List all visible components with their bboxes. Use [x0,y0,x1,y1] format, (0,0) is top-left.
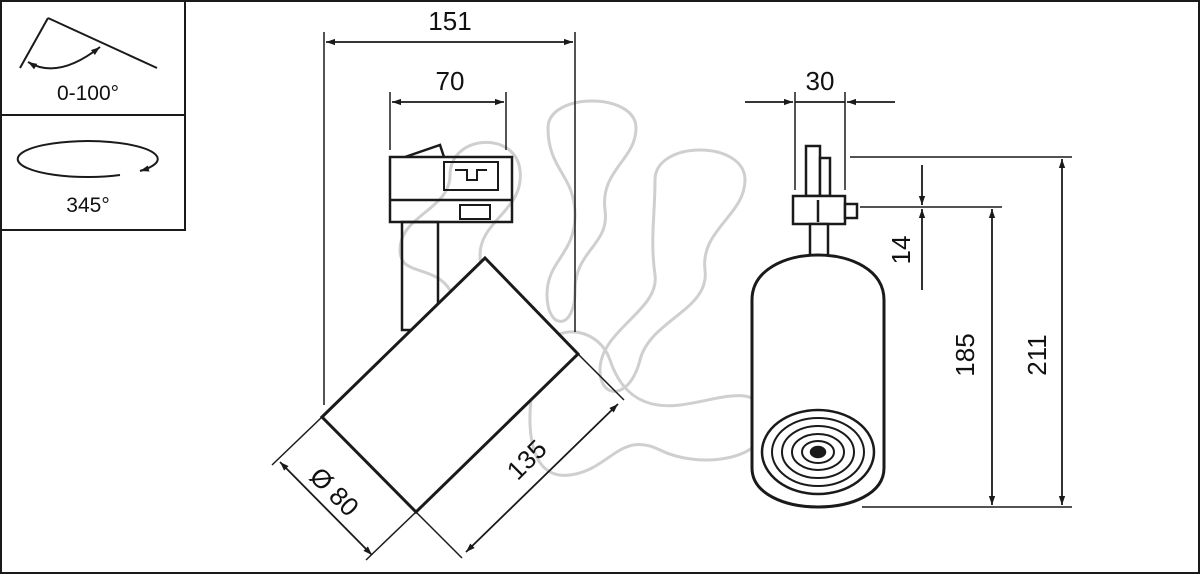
rotation-legend-box [0,114,186,231]
tilt-angle-label: 0-100° [57,82,119,105]
tilt-angle-icon [19,17,158,70]
body-diameter-label: Ø 80 [304,461,365,522]
overall-width-label: 151 [428,6,471,36]
legend-panel: 0-100° 345° [0,0,186,231]
height-below-adapter-label: 185 [950,333,980,376]
adapter-side-width-label: 30 [806,66,835,96]
extension-lines-left [271,32,625,561]
body-length-dimension [465,403,619,553]
body-diameter-dimension [279,461,373,556]
dimension-lines-left [279,38,619,556]
dimension-lines-right [745,98,1066,505]
overall-height-label: 211 [1022,334,1052,375]
body-length-label: 135 [501,434,553,486]
extension-lines-right [794,92,1072,508]
track-adapter [388,155,514,224]
adapter-width-label: 70 [436,66,465,96]
front-view-spotlight [750,144,886,509]
rotation-angle-icon [16,140,159,179]
adapter-offset-label: 14 [886,236,916,265]
rotation-angle-label: 345° [66,194,109,217]
spotlight-body [319,255,581,515]
front-body [750,253,886,509]
